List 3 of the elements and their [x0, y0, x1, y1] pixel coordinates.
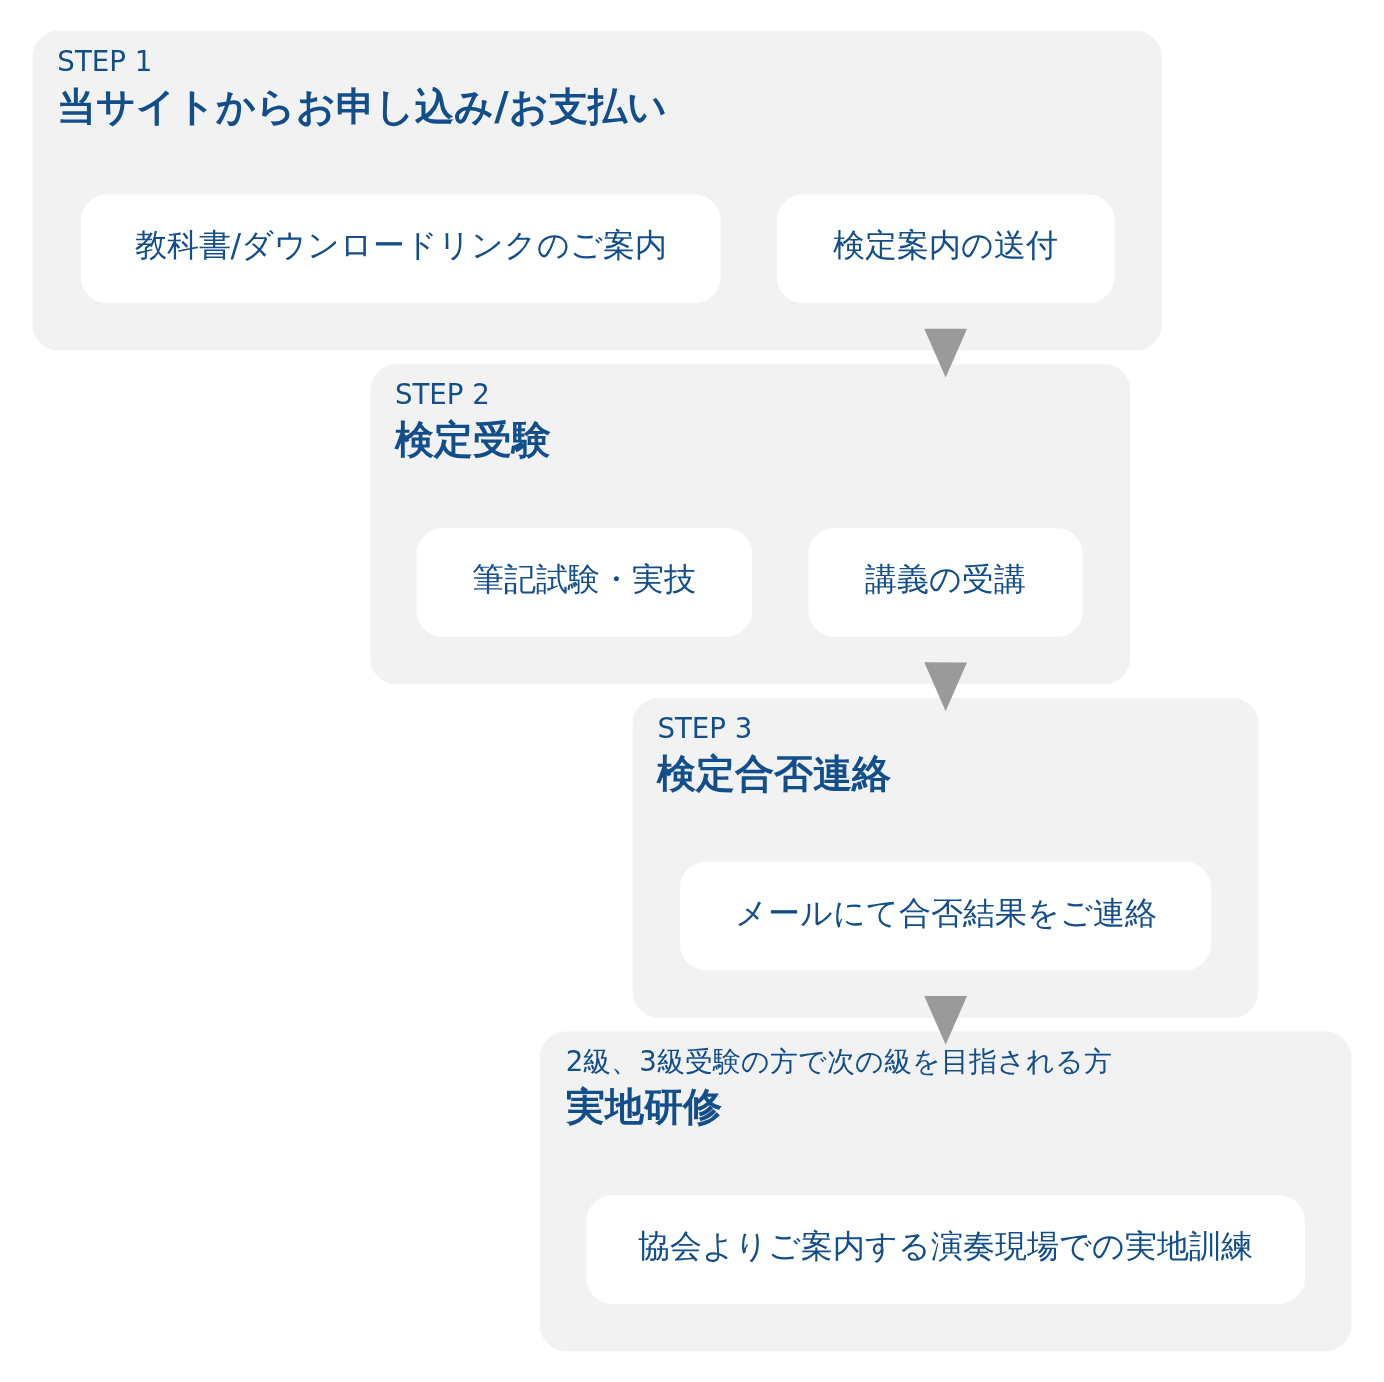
arrow — [924, 995, 967, 1045]
arrow — [924, 328, 967, 378]
arrow — [924, 662, 967, 712]
